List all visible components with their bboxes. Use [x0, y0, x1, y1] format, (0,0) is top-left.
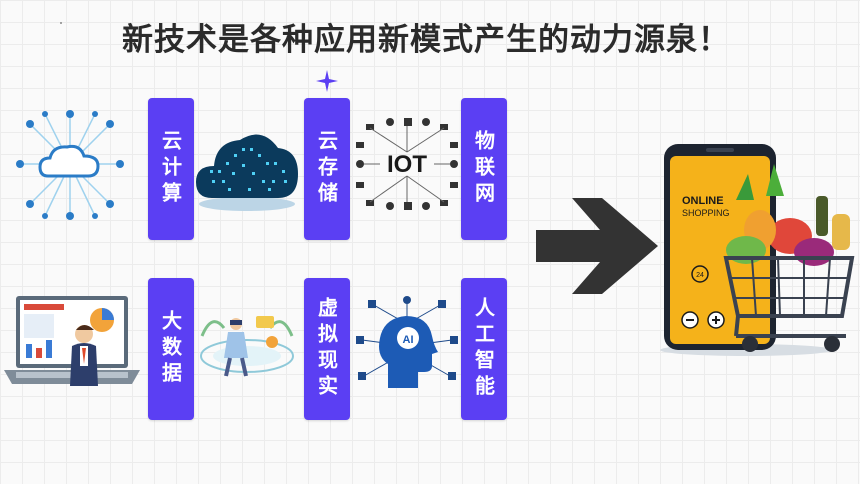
- page-title: 新技术是各种应用新模式产生的动力源泉！: [122, 22, 730, 58]
- tile-cloud-storage: 云存储: [304, 98, 350, 240]
- phone-text-shopping: SHOPPING: [682, 208, 730, 218]
- arrow-right-icon: [536, 198, 658, 294]
- tile-ai: 人工智能: [461, 278, 507, 420]
- laptop-businessman-illustration: [4, 296, 140, 386]
- sparkle-icon: [316, 70, 338, 92]
- tile-cloud-computing: 云计算: [148, 98, 194, 240]
- digital-cloud-illustration: [196, 134, 298, 211]
- vr-illustration: [200, 316, 294, 377]
- tile-big-data: 大数据: [148, 278, 194, 420]
- cloud-network-illustration: [16, 110, 124, 220]
- tile-iot: 物联网: [461, 98, 507, 240]
- iot-illustration: IOT: [356, 118, 458, 210]
- ai-head-illustration: AI: [356, 296, 458, 388]
- online-shopping-illustration: ONLINE SHOPPING 24: [660, 144, 855, 356]
- phone-text-online: ONLINE: [682, 195, 724, 207]
- iot-label: IOT: [387, 151, 427, 178]
- tile-vr: 虚拟现实: [304, 278, 350, 420]
- ai-label: AI: [403, 334, 414, 346]
- phone-badge-24: 24: [696, 272, 704, 279]
- decorative-dot: [60, 22, 62, 24]
